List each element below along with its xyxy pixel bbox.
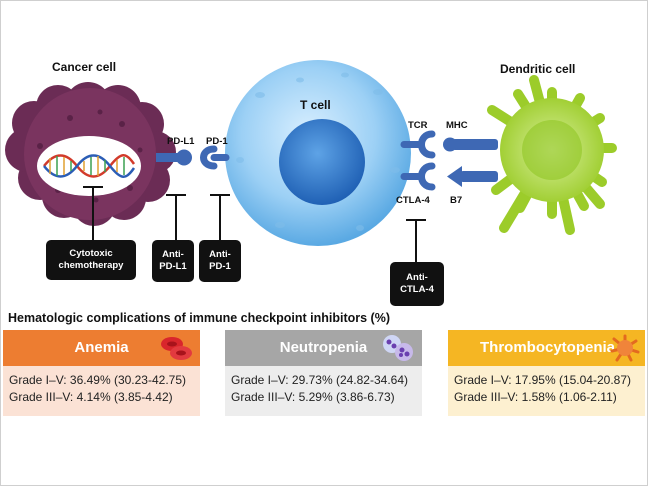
neutropenia-header: Neutropenia	[225, 330, 422, 366]
neutropenia-grade-all: Grade I–V: 29.73% (24.82-34.64)	[231, 373, 408, 387]
pd1-receptor	[200, 145, 230, 170]
platelet-icon	[610, 334, 640, 362]
neutropenia-grade-severe: Grade III–V: 5.29% (3.86-6.73)	[231, 390, 395, 404]
drug-line1: Cytotoxic	[69, 248, 113, 259]
tcr-label: TCR	[408, 120, 428, 131]
anemia-panel: Anemia Grade I–V: 36.49% (30.23-42.75) G…	[3, 330, 200, 416]
anemia-grade-severe: Grade III–V: 4.14% (3.85-4.42)	[9, 390, 173, 404]
pd1-label: PD-1	[206, 136, 228, 147]
drug-line2: chemotherapy	[58, 260, 124, 271]
dendritic-cell	[487, 75, 617, 235]
b7-label: B7	[450, 195, 463, 206]
neutrophils-icon	[383, 335, 413, 361]
drug-line2: CTLA-4	[400, 284, 434, 295]
drug-line1: Anti-	[406, 272, 428, 283]
anemia-body: Grade I–V: 36.49% (30.23-42.75) Grade II…	[3, 366, 200, 416]
pdl1-receptor	[156, 149, 192, 166]
thrombocytopenia-body: Grade I–V: 17.95% (15.04-20.87) Grade II…	[448, 366, 645, 416]
pdl1-label: PD-L1	[167, 136, 195, 147]
dna-icon	[43, 154, 136, 178]
neutropenia-title: Neutropenia	[279, 339, 368, 356]
ctla4-label: CTLA-4	[396, 195, 430, 206]
b7-receptor	[447, 166, 498, 187]
thrombocytopenia-panel: Thrombocytopenia Grade I–V: 17.95% (15.0…	[448, 330, 645, 416]
neutropenia-body: Grade I–V: 29.73% (24.82-34.64) Grade II…	[225, 366, 422, 416]
immune-checkpoint-diagram	[5, 60, 617, 262]
drug-line1: Anti-	[209, 249, 231, 260]
anemia-header: Anemia	[3, 330, 200, 366]
t-cell	[225, 60, 411, 246]
ctla4-receptor	[400, 162, 436, 191]
thrombocytopenia-title: Thrombocytopenia	[480, 339, 616, 356]
complications-title: Hematologic complications of immune chec…	[8, 311, 390, 325]
t-cell-label: T cell	[300, 98, 331, 112]
drug-line2: PD-1	[209, 261, 231, 272]
anti-pdl1-box: Anti- PD-L1	[152, 240, 194, 282]
tcr-receptor	[400, 130, 436, 159]
anemia-grade-all: Grade I–V: 36.49% (30.23-42.75)	[9, 373, 186, 387]
cytotoxic-chemotherapy-box: Cytotoxic chemotherapy	[46, 240, 136, 280]
drug-line2: PD-L1	[159, 261, 187, 272]
thrombocytopenia-grade-all: Grade I–V: 17.95% (15.04-20.87)	[454, 373, 631, 387]
inhibition-lines	[83, 186, 426, 262]
drug-line1: Anti-	[162, 249, 184, 260]
thrombocytopenia-header: Thrombocytopenia	[448, 330, 645, 366]
neutropenia-panel: Neutropenia Grade I–V: 29.73% (24.82-34.…	[225, 330, 422, 416]
thrombocytopenia-grade-severe: Grade III–V: 1.58% (1.06-2.11)	[454, 390, 617, 404]
cancer-cell	[5, 82, 176, 226]
dendritic-cell-label: Dendritic cell	[500, 62, 576, 76]
anemia-title: Anemia	[74, 339, 129, 356]
mhc-label: MHC	[446, 120, 468, 131]
cancer-cell-label: Cancer cell	[52, 60, 117, 74]
anti-ctla4-box: Anti- CTLA-4	[390, 262, 444, 306]
red-blood-cells-icon	[161, 337, 192, 360]
mhc-receptor	[443, 137, 498, 152]
anti-pd1-box: Anti- PD-1	[199, 240, 241, 282]
